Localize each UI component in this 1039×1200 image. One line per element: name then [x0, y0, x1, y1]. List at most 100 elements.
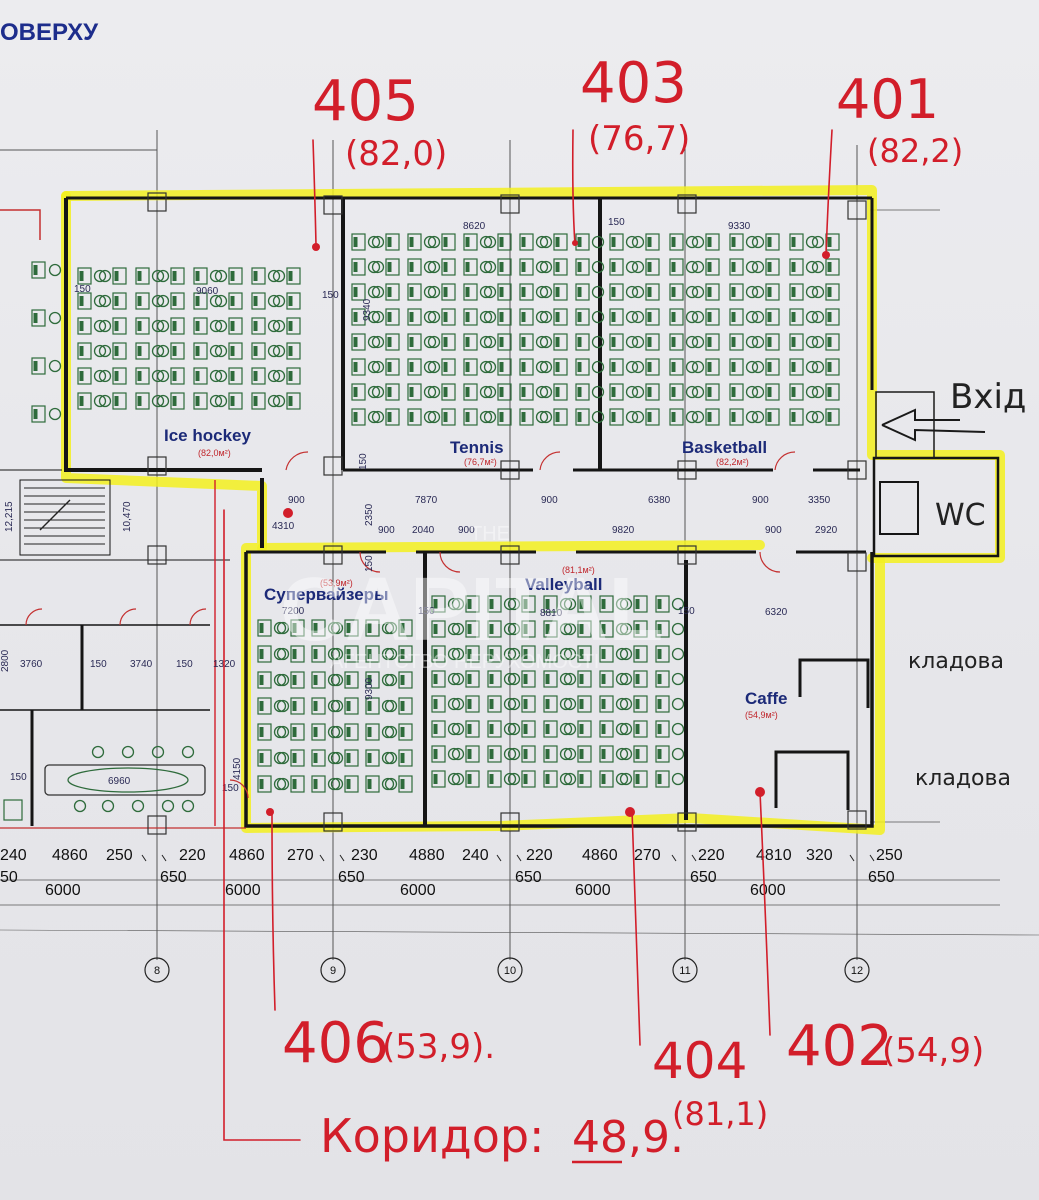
monitor: [521, 262, 526, 272]
desk: [577, 695, 592, 713]
desk: [575, 358, 590, 376]
hand-room-405-area: (82,0): [345, 134, 447, 174]
chair: [631, 360, 645, 374]
chair: [811, 285, 825, 299]
monitor: [635, 724, 640, 734]
monitor: [731, 337, 736, 347]
chair: [447, 747, 461, 761]
chair: [685, 410, 699, 424]
chair: [479, 310, 493, 324]
desk: [365, 775, 380, 793]
hand-entrance: Вхід: [950, 377, 1026, 417]
desk: [543, 770, 558, 788]
left-room-dim: 150: [176, 659, 193, 670]
chair: [625, 385, 639, 399]
tick: [671, 854, 677, 862]
bottom-dim-1: 320: [806, 847, 833, 864]
chair: [93, 344, 107, 358]
chair: [631, 285, 645, 299]
chair: [273, 777, 287, 791]
desk: [257, 723, 272, 741]
chair: [447, 647, 461, 661]
entrance-arrow: [875, 391, 986, 459]
chair: [625, 285, 639, 299]
monitor: [443, 262, 448, 272]
chair: [563, 597, 577, 611]
monitor: [499, 412, 504, 422]
desk: [575, 258, 590, 276]
chair: [691, 285, 705, 299]
monitor: [791, 362, 796, 372]
desk: [112, 392, 127, 410]
desk: [77, 292, 92, 310]
monitor: [137, 296, 142, 306]
axis-label: 8: [154, 965, 160, 977]
tick: [319, 854, 325, 862]
furniture: [3, 233, 840, 821]
desk: [729, 308, 744, 326]
desk: [765, 408, 780, 426]
desk: [519, 408, 534, 426]
wc-inner: [879, 481, 919, 535]
monitor: [707, 337, 712, 347]
desk: [344, 775, 359, 793]
chair: [615, 647, 629, 661]
column: [147, 456, 167, 476]
chair: [591, 260, 605, 274]
chair: [384, 777, 398, 791]
desk: [789, 358, 804, 376]
desk: [228, 367, 243, 385]
monitor: [443, 287, 448, 297]
desk: [441, 308, 456, 326]
chair: [479, 410, 493, 424]
desk: [645, 333, 660, 351]
desk: [519, 308, 534, 326]
bottom-dim-6000: 6000: [400, 882, 436, 899]
chair: [539, 260, 553, 274]
desk: [251, 367, 266, 385]
desk: [286, 367, 301, 385]
desk: [77, 342, 92, 360]
highlight-stroke: [61, 185, 1005, 563]
desk: [290, 775, 305, 793]
chair: [276, 751, 290, 765]
chair: [48, 359, 62, 373]
chair: [483, 285, 497, 299]
column: [677, 812, 697, 832]
chair: [745, 285, 759, 299]
monitor: [657, 749, 662, 759]
chair: [93, 369, 107, 383]
monitor: [601, 699, 606, 709]
monitor: [172, 371, 177, 381]
stair-right-dim: 10,470: [122, 501, 133, 532]
chair: [371, 260, 385, 274]
desk: [385, 333, 400, 351]
monitor: [671, 312, 676, 322]
monitor: [433, 749, 438, 759]
desk: [385, 258, 400, 276]
dim-line-3: [0, 929, 1039, 936]
monitor: [499, 362, 504, 372]
monitor: [827, 387, 832, 397]
chair: [151, 745, 165, 759]
volleyball-width: 8810: [540, 608, 563, 619]
monitor: [387, 387, 392, 397]
monitor: [172, 396, 177, 406]
desk: [519, 358, 534, 376]
desk: [497, 308, 512, 326]
desk: [765, 258, 780, 276]
monitor: [521, 362, 526, 372]
chair: [619, 722, 633, 736]
desk: [705, 233, 720, 251]
chair: [805, 310, 819, 324]
chair: [539, 410, 553, 424]
monitor: [253, 296, 258, 306]
room-caffe-label: Caffe: [745, 689, 788, 708]
monitor: [767, 387, 772, 397]
desk: [351, 408, 366, 426]
desk: [112, 292, 127, 310]
desk: [228, 267, 243, 285]
chair: [384, 647, 398, 661]
chair: [98, 344, 112, 358]
chair: [535, 260, 549, 274]
